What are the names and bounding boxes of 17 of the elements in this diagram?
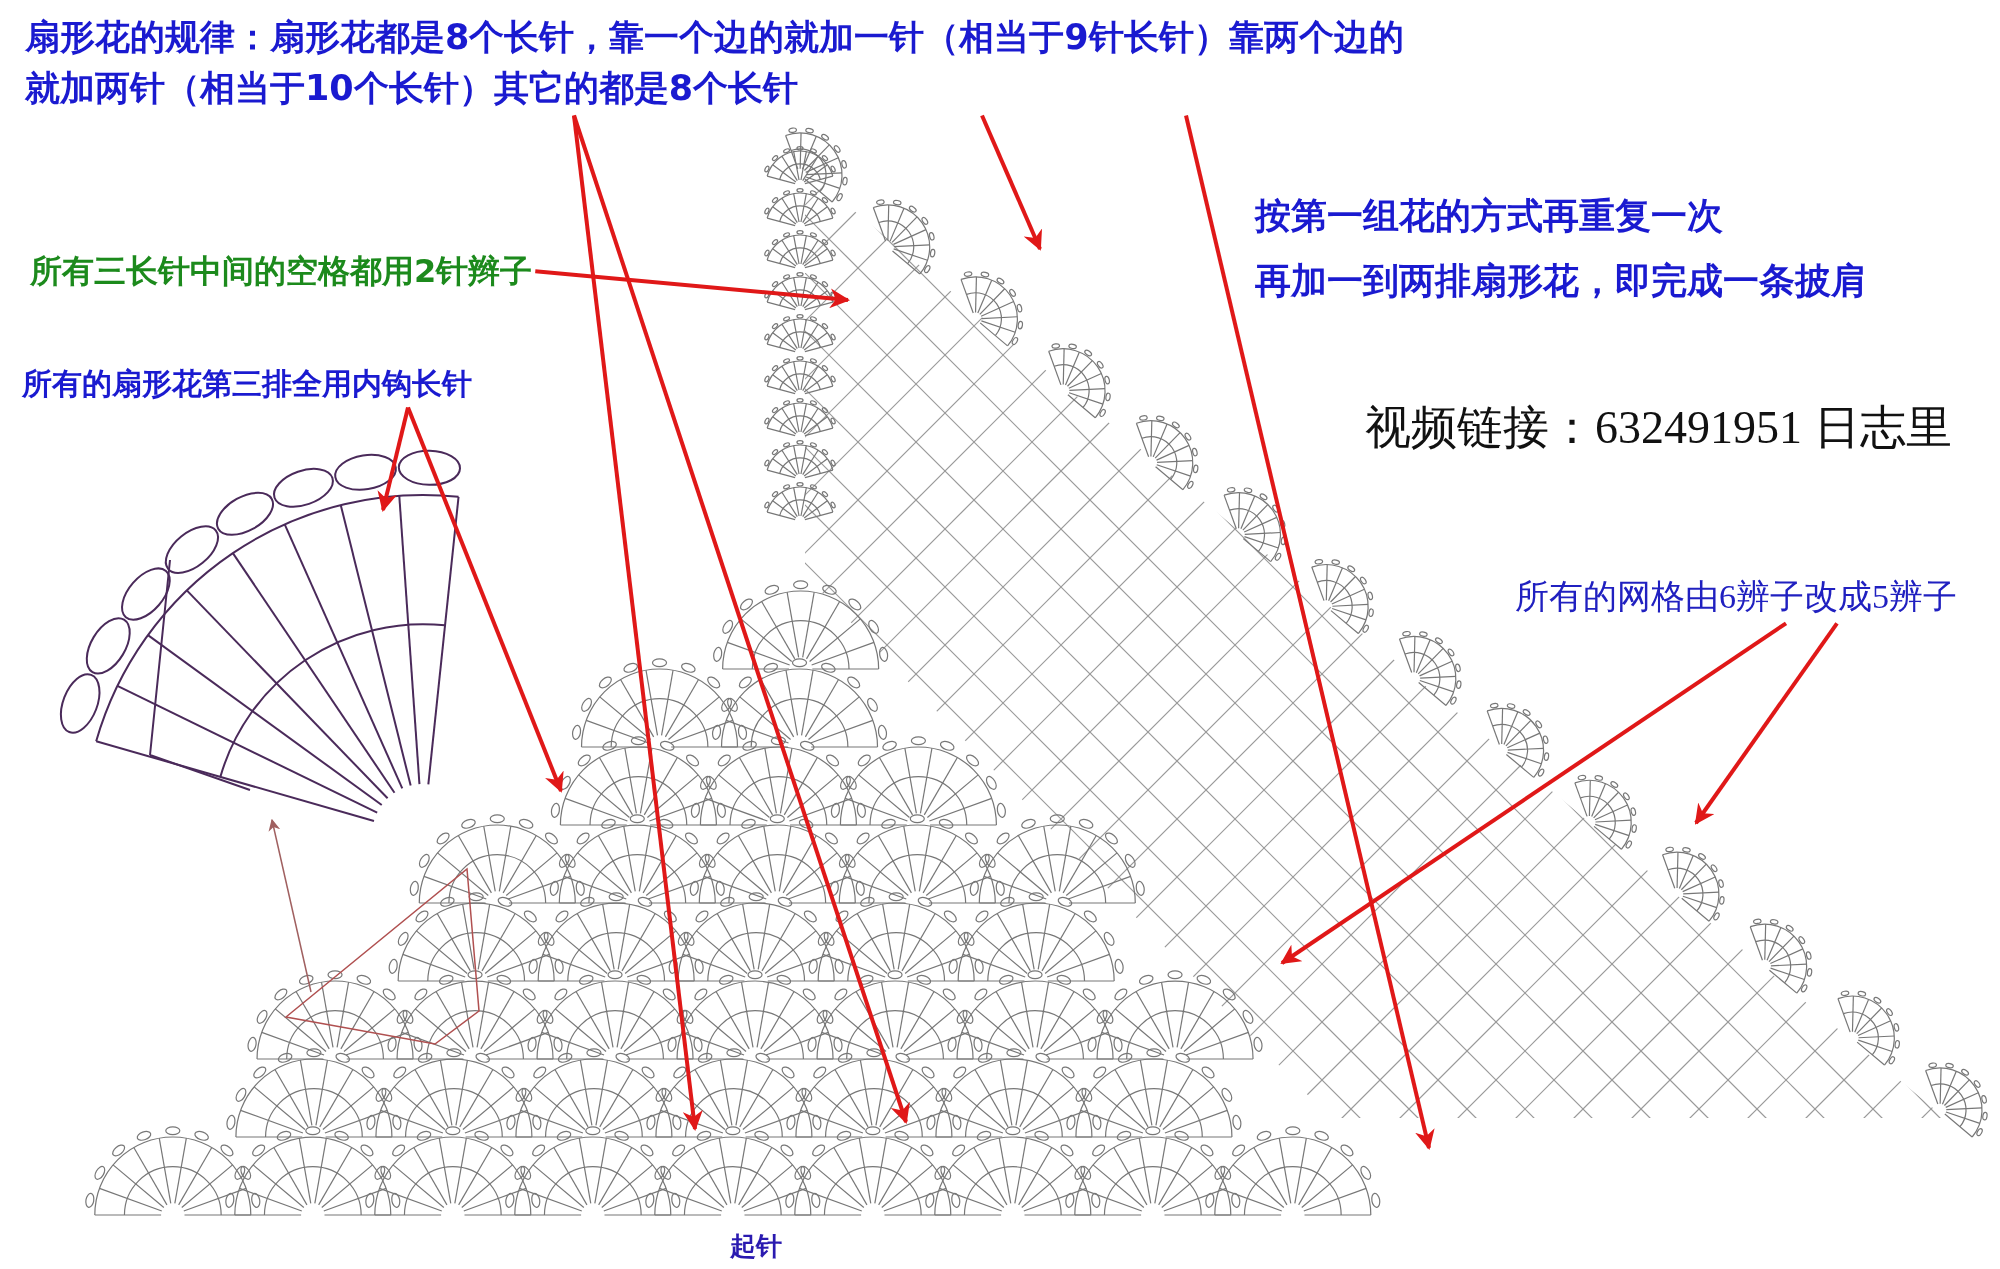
leader-arrow bbox=[377, 407, 410, 512]
note-text: 再加一到两排扇形花，即完成一条披肩 bbox=[1255, 259, 1867, 303]
annotation-text: 所有的扇形花第三排全用内钩长针 bbox=[22, 362, 472, 406]
leader-arrow bbox=[572, 115, 703, 1131]
annotation-text: 所有的网格由6辨子改成5辨子 bbox=[1515, 572, 1957, 622]
start-chain-label: 起针 bbox=[730, 1230, 782, 1263]
annotation-text: 扇形花的规律：扇形花都是8个长针，靠一个边的就加一针（相当于9针长针）靠两个边的就加两针（相当于10个长针）其它的都是8个长针 bbox=[25, 12, 1415, 114]
leader-arrow bbox=[980, 114, 1042, 251]
leader-arrow bbox=[406, 406, 564, 793]
note-text: 按第一组花的方式再重复一次 bbox=[1255, 194, 1723, 238]
leader-arrow bbox=[1184, 115, 1435, 1150]
annotation-text: 所有三长针中间的空格都用2针辫子 bbox=[30, 248, 533, 295]
leader-arrow bbox=[1694, 622, 1839, 825]
leader-arrow bbox=[535, 269, 850, 309]
leader-arrow bbox=[572, 114, 910, 1124]
video-link-text: 视频链接：632491951 日志里 bbox=[1365, 401, 1952, 455]
leader-arrow bbox=[1280, 621, 1788, 965]
